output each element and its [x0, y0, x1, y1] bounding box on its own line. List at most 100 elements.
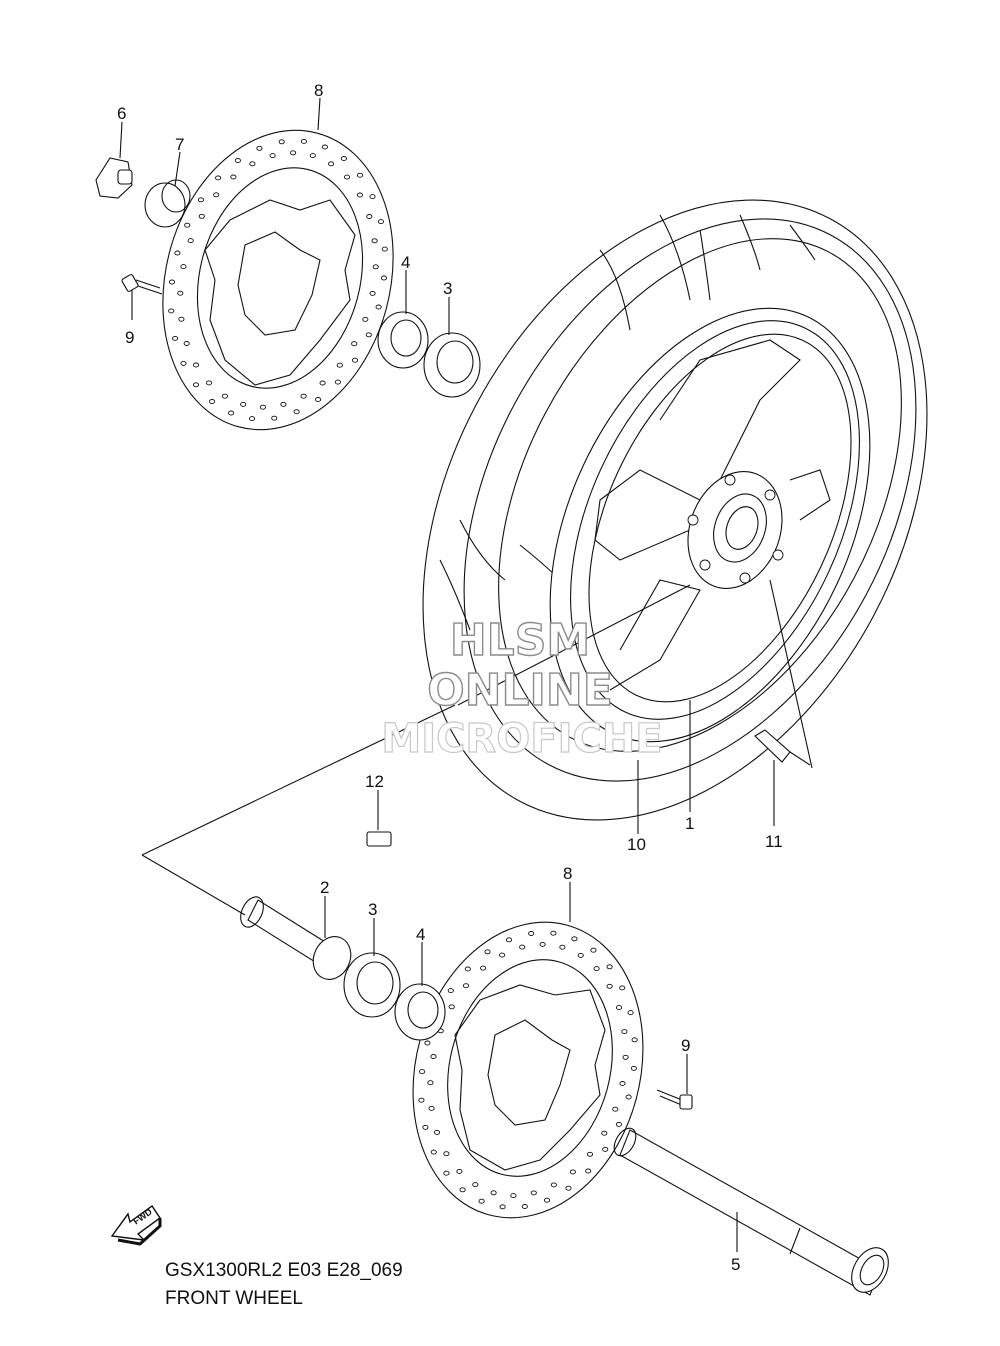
callout-labels: 6 7 8 9 4 3 12 10 1 11 2 3 4 8 9 5	[117, 81, 783, 1274]
callout-3-lower: 3	[368, 900, 377, 919]
disc-hole	[621, 1029, 628, 1035]
disc-hole	[293, 409, 300, 415]
disc-hole	[499, 952, 506, 958]
callout-3-upper: 3	[443, 279, 452, 298]
disc-hole	[448, 1004, 455, 1010]
callout-1: 1	[685, 814, 694, 833]
disc-hole	[464, 966, 471, 972]
disc-hole	[334, 379, 341, 385]
disc-hole	[585, 1168, 592, 1174]
disc-hole	[209, 399, 216, 404]
callout-7: 7	[175, 135, 184, 154]
disc-hole	[366, 214, 373, 219]
disc-hole	[300, 393, 307, 399]
disc-hole	[625, 1094, 632, 1100]
disc-hole	[505, 937, 513, 943]
disc-hole	[205, 380, 213, 386]
axle-part-5	[613, 1127, 889, 1296]
callout-2: 2	[320, 878, 329, 897]
disc-hole	[480, 965, 487, 971]
disc-hole	[530, 1190, 537, 1196]
spacer-part-2	[240, 896, 352, 980]
disc-hole	[619, 985, 626, 991]
disc-hole	[447, 988, 454, 994]
disc-hole	[424, 1040, 431, 1046]
bearing-part-3-lower	[343, 952, 401, 1018]
oil-seal-part-4-upper	[377, 311, 429, 369]
disc-hole	[577, 952, 584, 958]
watermark-line-2: ONLINE	[427, 665, 613, 716]
disc-hole	[602, 1146, 609, 1152]
disc-hole	[187, 238, 194, 244]
wheel-tire-assembly	[422, 199, 928, 821]
disc-hole	[365, 332, 372, 338]
disc-hole	[550, 1182, 557, 1188]
callout-4-lower: 4	[416, 925, 425, 944]
watermark-line-3: MICROFICHE	[381, 716, 662, 762]
disc-hole	[340, 156, 347, 161]
disc-hole	[630, 1065, 637, 1071]
disc-hole	[351, 341, 358, 347]
disc-hole	[528, 931, 535, 936]
disc-hole	[197, 197, 205, 203]
callout-9-lower: 9	[681, 1036, 690, 1055]
disc-hole	[433, 1129, 441, 1135]
key-part-12	[366, 831, 392, 847]
disc-hole	[271, 415, 278, 421]
axle-cap-part-6	[95, 157, 133, 199]
disc-hole	[490, 1190, 497, 1196]
disc-hole	[300, 138, 307, 144]
disc-hole	[369, 290, 376, 296]
disc-hole	[269, 153, 276, 159]
valve-part-11	[754, 729, 811, 766]
disc-hole	[422, 1124, 429, 1130]
upper-brake-disc	[162, 129, 394, 431]
leader-lines	[119, 97, 813, 1252]
callout-6: 6	[117, 104, 126, 123]
disc-hole	[240, 401, 247, 407]
callout-4-upper: 4	[401, 253, 410, 272]
disc-hole	[569, 1169, 576, 1175]
disc-hole	[510, 1193, 517, 1199]
callout-5: 5	[731, 1255, 740, 1274]
disc-hole	[180, 264, 187, 270]
disc-hole	[315, 397, 322, 402]
disc-hole	[256, 145, 263, 151]
disc-hole	[168, 308, 175, 314]
disc-hole	[278, 139, 285, 145]
disc-hole	[259, 404, 266, 410]
disc-hole	[178, 316, 185, 322]
lower-disc-holes	[418, 930, 638, 1210]
disc-hole	[606, 983, 613, 989]
disc-hole	[356, 192, 363, 198]
diagram-title: FRONT WHEEL	[165, 1288, 303, 1309]
disc-hole	[521, 1204, 528, 1209]
disc-hole	[375, 304, 382, 310]
disc-hole	[631, 1037, 638, 1043]
watermark-line-1: HLSM	[450, 615, 590, 666]
disc-hole	[430, 1054, 437, 1059]
disc-hole	[443, 1151, 450, 1157]
disc-hole	[215, 175, 222, 181]
disc-hole	[601, 1130, 608, 1136]
disc-hole	[430, 1149, 437, 1155]
disc-hole	[290, 150, 297, 156]
disc-hole	[419, 1069, 426, 1075]
disc-hole	[228, 410, 235, 416]
callout-11: 11	[765, 832, 783, 851]
disc-hole	[321, 144, 328, 150]
model-code: GSX1300RL2 E03 E28_069	[165, 1260, 403, 1281]
disc-hole	[543, 1197, 551, 1203]
callout-8-lower: 8	[563, 864, 572, 883]
disc-hole	[622, 1054, 629, 1060]
disc-hole	[443, 1170, 450, 1176]
disc-hole	[198, 213, 205, 219]
disc-hole	[380, 275, 388, 281]
collar-part-7	[144, 179, 191, 228]
disc-hole	[336, 362, 343, 368]
disc-hole	[356, 172, 364, 178]
disc-hole	[472, 1182, 479, 1188]
disc-hole	[249, 161, 256, 167]
callout-9-upper: 9	[125, 328, 134, 347]
